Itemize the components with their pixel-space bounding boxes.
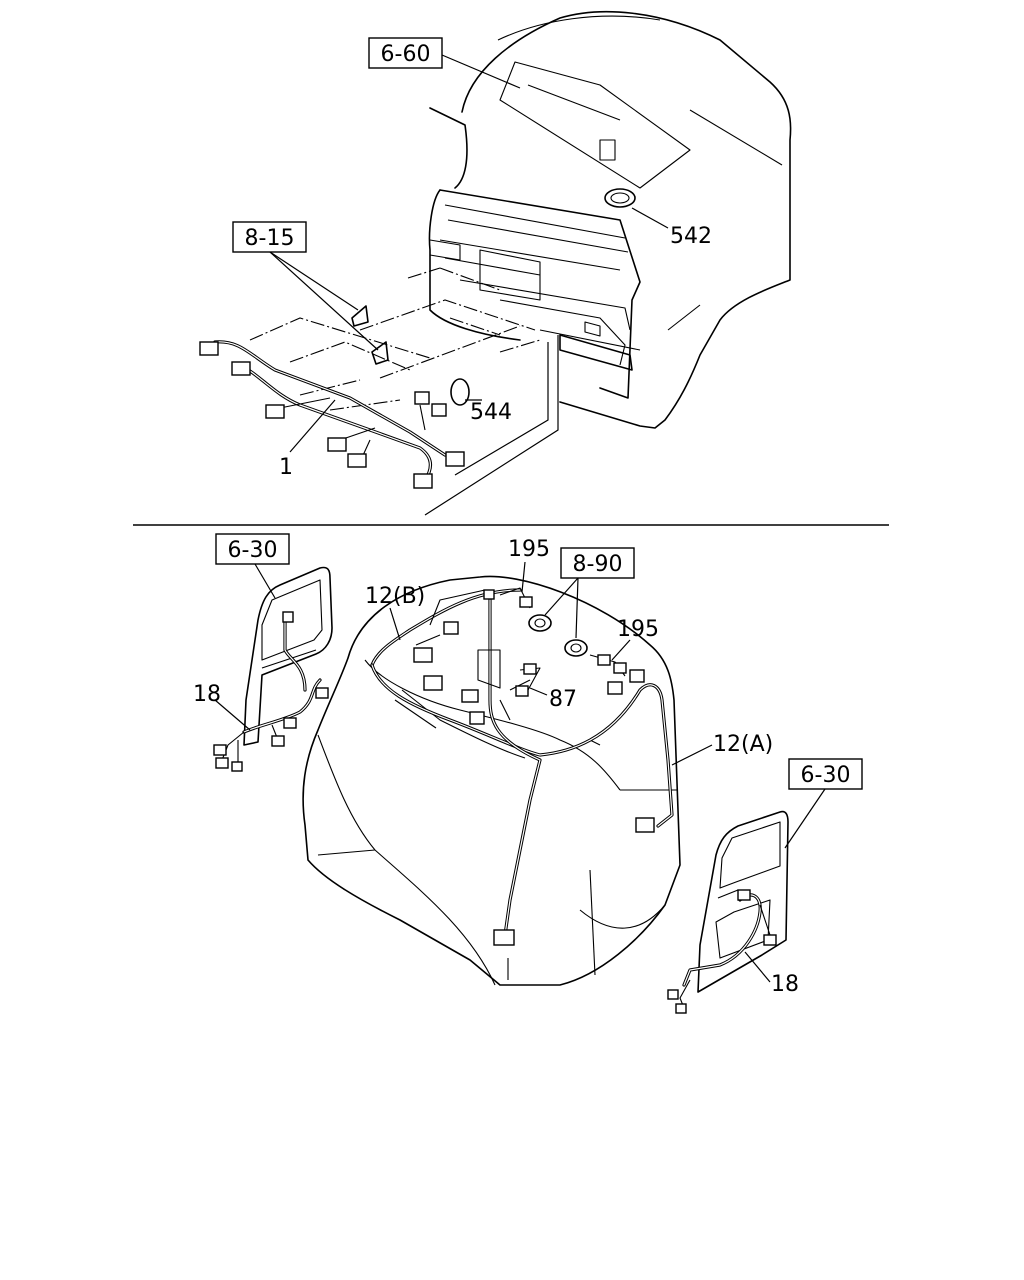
label-part-195-left: 195: [508, 537, 550, 562]
harness-clip: [351, 305, 369, 327]
cab-wiring-harness: [370, 587, 674, 946]
connector: [443, 621, 459, 635]
connector: [231, 761, 243, 772]
bottom-callouts: 6-30 8-90 6-30 195 195 12(B) 12(A) 87 18…: [193, 533, 863, 997]
connector: [282, 611, 294, 623]
label-part-12a: 12(A): [713, 732, 773, 757]
connector: [327, 437, 347, 452]
connector: [199, 341, 219, 356]
label-part-18-right: 18: [771, 972, 799, 997]
label-part-195-right: 195: [617, 617, 659, 642]
connector: [523, 663, 537, 675]
connector: [445, 451, 465, 467]
ref-box-8-15: [232, 221, 307, 253]
label-part-18-left: 18: [193, 682, 221, 707]
label-ref-6-30-left: 6-30: [228, 538, 278, 563]
connector: [763, 934, 777, 946]
harness-clip: [371, 341, 389, 365]
connector: [675, 1003, 687, 1014]
connector: [423, 675, 443, 691]
cab-front-assembly: [428, 10, 792, 429]
connector: [413, 647, 433, 663]
front-wiring-harness: [199, 305, 465, 489]
label-ref-8-90: 8-90: [573, 552, 623, 577]
speaker-right: [564, 639, 588, 657]
connector: [213, 744, 227, 756]
connector: [483, 589, 495, 600]
connector: [597, 654, 611, 666]
connector: [667, 989, 679, 1000]
connector: [431, 403, 447, 417]
cab-rear-assembly: [302, 575, 681, 986]
connector: [215, 757, 229, 769]
label-ref-6-60: 6-60: [381, 42, 431, 67]
connector: [283, 717, 297, 729]
connector: [519, 596, 533, 608]
connector: [315, 687, 329, 699]
ref-box-6-30-right: [788, 758, 863, 790]
relay-87: [515, 685, 529, 697]
connector: [347, 453, 367, 468]
connector: [737, 889, 751, 901]
ref-box-8-90: [560, 547, 635, 579]
label-ref-8-15: 8-15: [245, 226, 295, 251]
connector: [635, 817, 655, 833]
front-routing-lines: [249, 267, 559, 516]
connector: [265, 404, 285, 419]
label-part-542: 542: [670, 224, 712, 249]
left-door: [213, 566, 333, 772]
connector: [413, 473, 433, 489]
label-part-87: 87: [549, 687, 577, 712]
label-part-1: 1: [279, 455, 293, 480]
label-part-12b: 12(B): [365, 584, 425, 609]
connector: [231, 361, 251, 376]
right-door: [667, 810, 789, 1014]
speaker-left: [528, 614, 552, 632]
connector: [493, 929, 515, 946]
connector: [607, 681, 623, 695]
grommet-544: [450, 378, 470, 406]
connector: [414, 391, 430, 405]
connector: [271, 735, 285, 747]
ref-box-6-60: [368, 37, 443, 69]
label-ref-6-30-right: 6-30: [801, 763, 851, 788]
label-part-544: 544: [470, 400, 512, 425]
top-callouts: 6-60 8-15 542 544 1: [232, 37, 712, 480]
connector: [613, 662, 627, 674]
connector: [629, 669, 645, 683]
connector: [461, 689, 479, 703]
grommet-542: [604, 188, 636, 208]
ref-box-6-30-left: [215, 533, 290, 565]
connector: [469, 711, 485, 725]
